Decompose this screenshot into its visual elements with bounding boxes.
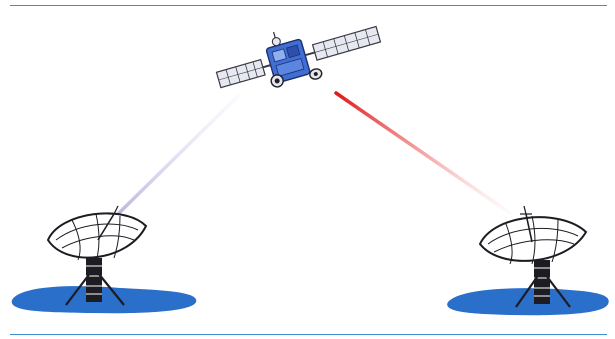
downlink-beam (336, 93, 510, 213)
left-ground-station (12, 206, 197, 313)
satellite-icon (210, 4, 385, 105)
bottom-divider (10, 334, 607, 335)
left-solar-panel (216, 60, 265, 88)
uplink-beam (118, 96, 238, 214)
right-solar-panel (313, 27, 381, 61)
right-ground-pad (447, 288, 609, 315)
left-ground-pad (12, 286, 197, 313)
right-ground-station (447, 206, 609, 315)
satellite-body (262, 25, 310, 83)
